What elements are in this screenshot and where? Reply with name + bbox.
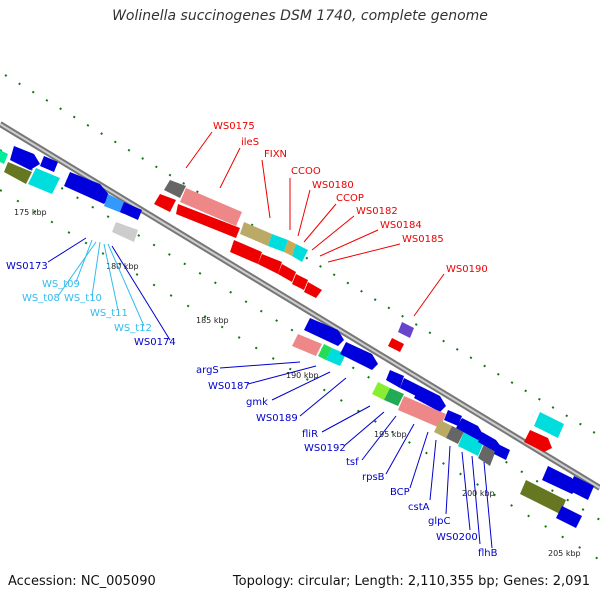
gene-block <box>164 180 186 198</box>
gene-label: argS <box>196 365 219 376</box>
gene-block <box>458 432 484 456</box>
reverse-right-leader-lines <box>219 361 493 549</box>
gene-label: ileS <box>241 137 259 148</box>
gene-label: WS0175 <box>213 121 255 132</box>
gene-label: WS0187 <box>208 381 250 392</box>
gene-arrow <box>10 146 40 170</box>
kbp-label: 195 kbp <box>374 430 407 439</box>
gene-block <box>4 162 32 184</box>
page-title: Wolinella succinogenes DSM 1740, complet… <box>112 8 488 24</box>
gene-arrow <box>258 254 282 274</box>
gene-label: CCOP <box>336 193 364 204</box>
kbp-label: 190 kbp <box>286 371 319 380</box>
gene-arrow <box>64 172 110 204</box>
gene-block <box>318 344 332 360</box>
gene-arrow <box>524 430 552 452</box>
gene-label: WS_t08 <box>22 293 60 304</box>
gene-arrow <box>444 410 462 426</box>
gene-arrow <box>414 386 446 412</box>
gene-label: flhB <box>478 548 498 559</box>
gene-arrow <box>292 274 308 290</box>
kbp-label: 180 kbp <box>106 262 139 271</box>
gene-arrow <box>456 418 484 440</box>
gene-block <box>446 426 464 444</box>
gene-arrow <box>386 370 404 388</box>
gene-label: WS_t11 <box>90 308 128 319</box>
forward-strand-cluster <box>154 180 414 352</box>
kbp-label: 185 kbp <box>196 316 229 325</box>
gene-label: WS0185 <box>402 234 444 245</box>
gene-label: WS0192 <box>304 443 346 454</box>
gene-arrow <box>120 202 142 220</box>
gene-block <box>292 244 308 262</box>
kbp-label: 200 kbp <box>462 489 495 498</box>
forward-leader-lines <box>185 131 445 317</box>
reverse-strand-left <box>0 146 142 242</box>
gene-arrow <box>340 342 378 370</box>
gene-label: WS_t10 <box>64 293 102 304</box>
kbp-label: 175 kbp <box>14 208 47 217</box>
gene-block <box>372 382 390 400</box>
gene-label: WS0200 <box>436 532 478 543</box>
kbp-labels: 175 kbp 180 kbp 185 kbp 190 kbp 195 kbp … <box>14 208 581 558</box>
gene-arrow <box>542 466 578 494</box>
right-strand-genes <box>520 412 594 528</box>
gene-block <box>434 420 452 438</box>
gene-arrow <box>478 432 502 452</box>
gene-block <box>268 234 288 252</box>
forward-labels: WS0175 ileS FIXN CCOO WS0180 CCOP WS0182… <box>213 121 488 275</box>
gene-label: WS_t12 <box>114 323 152 334</box>
gene-label: CCOO <box>291 166 321 177</box>
genome-backbone-highlight <box>0 123 600 489</box>
gene-arrow <box>176 204 240 238</box>
gene-block <box>0 150 8 164</box>
gene-label: WS_t09 <box>42 279 80 290</box>
gene-arrow <box>556 506 582 528</box>
topology-text: Topology: circular; Length: 2,110,355 bp… <box>232 574 590 589</box>
gene-arrow <box>400 378 420 396</box>
gene-block <box>534 412 564 438</box>
gene-label: BCP <box>390 487 410 498</box>
gene-block <box>284 240 296 256</box>
gene-block <box>384 388 404 406</box>
gene-block <box>398 322 414 338</box>
gene-label: rpsB <box>362 472 385 483</box>
reverse-strand-cluster <box>292 318 510 466</box>
gene-arrow <box>154 194 176 212</box>
gene-label: FIXN <box>264 149 287 160</box>
gene-label: tsf <box>346 457 359 468</box>
kbp-label: 205 kbp <box>548 549 581 558</box>
gene-block <box>112 222 138 242</box>
gene-label: WS0190 <box>446 264 488 275</box>
gene-label: fliR <box>302 429 318 440</box>
gene-block <box>28 168 60 194</box>
gene-arrow <box>388 338 404 352</box>
gene-block <box>398 396 446 428</box>
gene-arrow <box>40 156 58 172</box>
gene-block <box>240 222 272 246</box>
gene-label: WS0173 <box>6 261 48 272</box>
gene-label: cstA <box>408 502 430 513</box>
gene-block <box>292 334 322 356</box>
gene-block <box>520 480 566 514</box>
reverse-left-labels: WS0173 WS_t09 WS_t08 WS_t10 WS_t11 WS_t1… <box>6 261 176 348</box>
gene-label: WS0184 <box>380 220 422 231</box>
gene-block <box>180 188 242 226</box>
reverse-right-labels: argS WS0187 gmk WS0189 fliR WS0192 tsf r… <box>196 365 498 559</box>
accession-text: Accession: NC_005090 <box>8 574 156 589</box>
gene-label: WS0189 <box>256 413 298 424</box>
reverse-left-leader-lines <box>47 237 171 341</box>
gene-arrow <box>304 318 344 346</box>
gene-label: WS0182 <box>356 206 398 217</box>
gene-arrow <box>568 476 594 500</box>
gene-arrow <box>494 444 510 460</box>
gene-arrow <box>230 240 262 264</box>
gene-arrow <box>278 264 296 282</box>
gene-arrow <box>304 282 322 298</box>
gene-label: glpC <box>428 516 450 527</box>
gene-label: WS0180 <box>312 180 354 191</box>
gene-label: WS0174 <box>134 337 176 348</box>
gene-label: gmk <box>246 397 268 408</box>
